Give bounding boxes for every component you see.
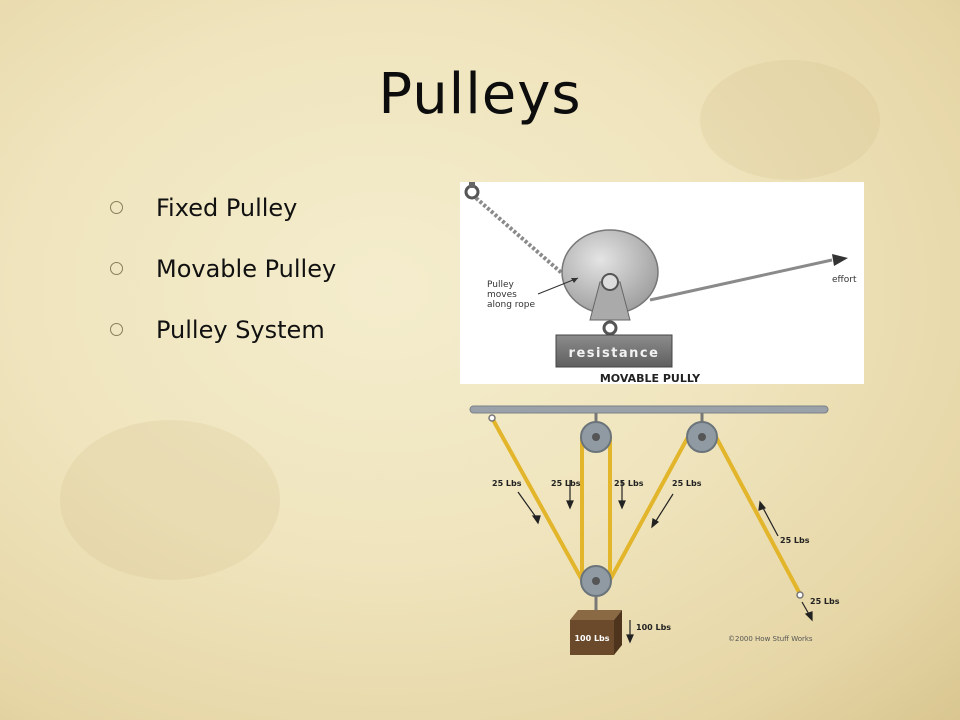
bullet-text: Pulley System xyxy=(156,316,325,344)
rope-right xyxy=(649,258,833,302)
resistance-label: resistance xyxy=(569,346,660,361)
rope-label: 25 Lbs xyxy=(492,479,522,488)
rope-label: 25 Lbs xyxy=(810,597,840,606)
movable-pulley-figure: resistance Pulley moves along rope effor… xyxy=(460,182,864,385)
circle-bullet-icon xyxy=(110,201,123,214)
rope-end-icon xyxy=(796,591,804,599)
circle-bullet-icon xyxy=(110,323,123,336)
bullet-text: Movable Pulley xyxy=(156,255,337,283)
callout-line-1: Pulley xyxy=(487,280,515,290)
callout-arrow-icon xyxy=(571,278,578,283)
slide-title: Pulleys xyxy=(378,62,582,127)
copyright-label: ©2000 How Stuff Works xyxy=(728,635,813,643)
weight-side xyxy=(614,610,622,655)
load-label: 100 Lbs xyxy=(636,623,671,632)
bullet-list: Fixed Pulley Movable Pulley Pulley Syste… xyxy=(110,188,336,371)
ceiling-bar xyxy=(469,405,829,414)
rope-label: 25 Lbs xyxy=(672,479,702,488)
effort-arrow-icon xyxy=(832,254,848,266)
rope-label: 25 Lbs xyxy=(614,479,644,488)
axle-icon xyxy=(592,433,600,441)
anchor-bolt xyxy=(469,182,475,188)
weight-label: 100 Lbs xyxy=(574,634,609,643)
paper-texture xyxy=(60,420,280,580)
force-arrows xyxy=(517,480,813,644)
callout-line-2: moves xyxy=(487,290,517,300)
rope-segments xyxy=(490,417,802,595)
resistance-block xyxy=(555,334,673,368)
rope-left xyxy=(474,196,574,284)
callout-line-3: along rope xyxy=(487,300,536,310)
callout-pointer xyxy=(537,277,579,295)
bullet-item: Pulley System xyxy=(110,310,336,371)
rope-label: 25 Lbs xyxy=(780,536,810,545)
hook-icon xyxy=(602,320,618,336)
bullet-item: Fixed Pulley xyxy=(110,188,336,249)
axle-icon xyxy=(601,273,619,291)
paper-texture xyxy=(700,60,880,180)
pulley-system-diagram: 100 Lbs 25 Lbs 25 Lbs 25 Lbs 25 Lbs 25 L… xyxy=(469,405,840,655)
rope-label: 25 Lbs xyxy=(551,479,581,488)
axle-icon xyxy=(592,577,600,585)
figure-caption: MOVABLE PULLY xyxy=(600,372,701,384)
weight-block xyxy=(570,620,614,655)
effort-label: effort xyxy=(832,275,857,285)
circle-bullet-icon xyxy=(110,262,123,275)
movable-pulley-diagram: resistance Pulley moves along rope effor… xyxy=(464,182,857,385)
rope-anchor-icon xyxy=(488,414,496,422)
axle-icon xyxy=(698,433,706,441)
pulley-system-figure: 100 Lbs 25 Lbs 25 Lbs 25 Lbs 25 Lbs 25 L… xyxy=(460,400,850,665)
bullet-text: Fixed Pulley xyxy=(156,194,298,222)
weight-top xyxy=(570,610,622,620)
rope-labels: 25 Lbs 25 Lbs 25 Lbs 25 Lbs 25 Lbs 25 Lb… xyxy=(492,479,840,632)
bullet-item: Movable Pulley xyxy=(110,249,336,310)
